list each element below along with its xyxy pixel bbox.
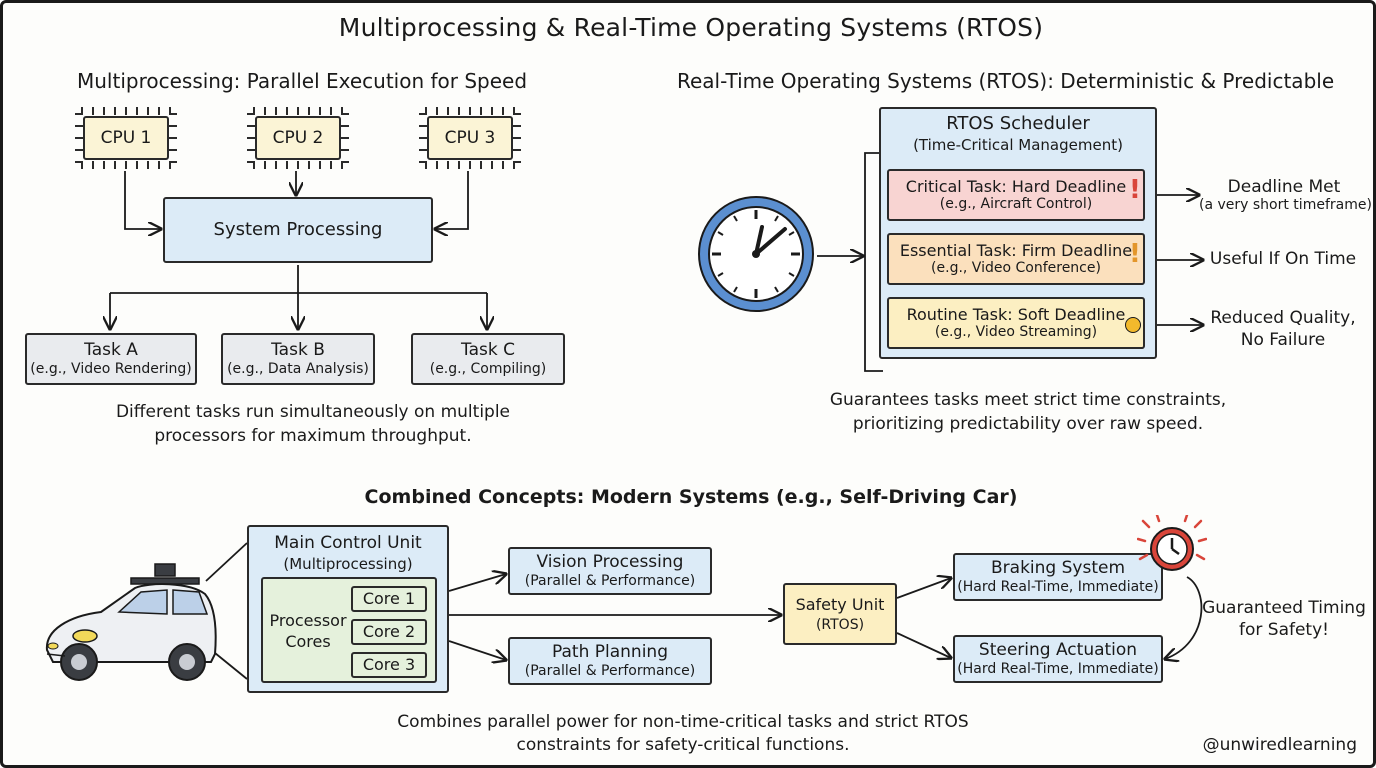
system-processing-label: System Processing <box>213 219 383 241</box>
routine-task-name: Routine Task: Soft Deadline <box>906 305 1126 324</box>
steering-actuation-box: Steering Actuation (Hard Real-Time, Imme… <box>953 635 1163 683</box>
task-c-box: Task C (e.g., Compiling) <box>411 333 565 385</box>
essential-task-name: Essential Task: Firm Deadline <box>899 241 1133 260</box>
guaranteed-timing-line2: for Safety! <box>1239 620 1329 641</box>
vision-processing-sub: (Parallel & Performance) <box>524 572 696 589</box>
guaranteed-timing-note: Guaranteed Timing for Safety! <box>1199 597 1369 641</box>
vision-processing-name: Vision Processing <box>536 552 684 573</box>
routine-task-example: (e.g., Video Streaming) <box>934 324 1098 341</box>
critical-outcome-label: Deadline Met <box>1227 177 1341 197</box>
critical-task-name: Critical Task: Hard Deadline <box>905 177 1127 196</box>
page-title: Multiprocessing & Real-Time Operating Sy… <box>338 13 1044 42</box>
critical-outcome: Deadline Met (a very short timeframe) <box>1199 177 1372 213</box>
task-a-name: Task A <box>84 340 138 361</box>
to-steering-arrow <box>896 632 951 658</box>
task-a-box: Task A (e.g., Video Rendering) <box>25 333 197 385</box>
guaranteed-timing-line1: Guaranteed Timing <box>1202 598 1366 618</box>
cpu-label-1: CPU 1 <box>83 116 169 160</box>
braking-system-name: Braking System <box>991 558 1125 579</box>
rtos-caption: Guarantees tasks meet strict time constr… <box>763 389 1293 437</box>
self-driving-car-icon <box>39 558 219 688</box>
car-callout-bottom <box>214 652 248 680</box>
core-1-label: Core 1 <box>362 589 416 609</box>
processor-cores-label-line1: Processor <box>269 611 347 630</box>
critical-outcome-sub: (a very short timeframe) <box>1199 197 1372 213</box>
safety-unit-sub: (RTOS) <box>815 616 865 633</box>
multiprocessing-caption-line1: Different tasks run simultaneously on mu… <box>115 402 511 422</box>
multiprocessing-caption: Different tasks run simultaneously on mu… <box>43 401 583 449</box>
path-planning-name: Path Planning <box>552 642 668 663</box>
system-processing-box: System Processing <box>163 197 433 263</box>
cpu3-arrow <box>435 171 469 229</box>
core-1-box: Core 1 <box>351 586 427 612</box>
combined-heading: Combined Concepts: Modern Systems (e.g.,… <box>364 486 1018 508</box>
braking-system-sub: (Hard Real-Time, Immediate) <box>957 578 1159 595</box>
task-b-box: Task B (e.g., Data Analysis) <box>221 333 375 385</box>
exclamation-icon-essential: ! <box>1129 239 1141 269</box>
timing-loop-arrow <box>1165 576 1203 659</box>
braking-system-box: Braking System (Hard Real-Time, Immediat… <box>953 553 1163 601</box>
path-planning-sub: (Parallel & Performance) <box>524 662 696 679</box>
exclamation-icon-critical: ! <box>1129 175 1141 205</box>
routine-task-box: Routine Task: Soft Deadline (e.g., Video… <box>887 297 1145 349</box>
safety-unit-box: Safety Unit (RTOS) <box>783 583 897 645</box>
core-2-box: Core 2 <box>351 619 427 645</box>
safety-unit-name: Safety Unit <box>795 594 885 614</box>
essential-task-box: Essential Task: Firm Deadline (e.g., Vid… <box>887 233 1145 285</box>
essential-outcome-label: Useful If On Time <box>1209 249 1357 269</box>
combined-caption: Combines parallel power for non-time-cri… <box>323 711 1043 757</box>
to-path-arrow <box>448 640 506 660</box>
main-control-unit-header: Main Control Unit (Multiprocessing) <box>247 533 449 573</box>
combined-caption-line1: Combines parallel power for non-time-cri… <box>397 712 969 732</box>
steering-actuation-name: Steering Actuation <box>978 640 1138 661</box>
cpu-chip-2: CPU 2 <box>247 107 349 169</box>
routine-outcome: Reduced Quality, No Failure <box>1201 308 1365 350</box>
steering-actuation-sub: (Hard Real-Time, Immediate) <box>957 660 1159 677</box>
core-2-label: Core 2 <box>362 622 416 642</box>
vision-processing-box: Vision Processing (Parallel & Performanc… <box>508 547 712 595</box>
multiprocessing-heading: Multiprocessing: Parallel Execution for … <box>77 69 528 93</box>
cpu-label-2: CPU 2 <box>255 116 341 160</box>
routine-outcome-label: Reduced Quality, <box>1210 308 1356 328</box>
to-vision-arrow <box>448 574 506 592</box>
main-control-unit-title: Main Control Unit <box>274 533 422 553</box>
cpu-chip-1: CPU 1 <box>75 107 177 169</box>
critical-task-example: (e.g., Aircraft Control) <box>939 196 1093 213</box>
main-control-unit-subtitle: (Multiprocessing) <box>283 555 413 573</box>
alarm-clock-icon <box>1136 513 1208 579</box>
to-braking-arrow <box>896 578 951 599</box>
clock-icon <box>695 193 817 315</box>
task-b-name: Task B <box>271 340 325 361</box>
task-c-name: Task C <box>461 340 515 361</box>
cpu-chip-3: CPU 3 <box>419 107 521 169</box>
scheduler-title: RTOS Scheduler <box>946 113 1090 134</box>
cpu-label-3: CPU 3 <box>427 116 513 160</box>
rtos-heading: Real-Time Operating Systems (RTOS): Dete… <box>677 69 1335 93</box>
multiprocessing-caption-line2: processors for maximum throughput. <box>154 425 472 446</box>
critical-task-box: Critical Task: Hard Deadline (e.g., Airc… <box>887 169 1145 221</box>
processor-cores-label-line2: Cores <box>285 631 331 651</box>
rtos-caption-line1: Guarantees tasks meet strict time constr… <box>829 390 1227 410</box>
rtos-caption-line2: prioritizing predictability over raw spe… <box>852 413 1204 434</box>
task-c-example: (e.g., Compiling) <box>429 360 547 377</box>
watermark: @unwiredlearning <box>1202 735 1357 755</box>
combined-caption-line2: constraints for safety-critical function… <box>516 734 850 755</box>
routine-outcome-sub: No Failure <box>1240 330 1326 350</box>
task-b-example: (e.g., Data Analysis) <box>227 360 369 377</box>
task-a-example: (e.g., Video Rendering) <box>30 360 192 377</box>
essential-task-example: (e.g., Video Conference) <box>931 260 1101 277</box>
core-3-label: Core 3 <box>362 655 416 675</box>
scheduler-subtitle: (Time-Critical Management) <box>913 136 1123 154</box>
scheduler-header: RTOS Scheduler (Time-Critical Management… <box>879 113 1157 154</box>
core-3-box: Core 3 <box>351 652 427 678</box>
processor-cores-label: Processor Cores <box>265 611 351 653</box>
yellow-dot-icon <box>1125 317 1141 333</box>
path-planning-box: Path Planning (Parallel & Performance) <box>508 637 712 685</box>
cpu1-arrow <box>124 171 161 229</box>
